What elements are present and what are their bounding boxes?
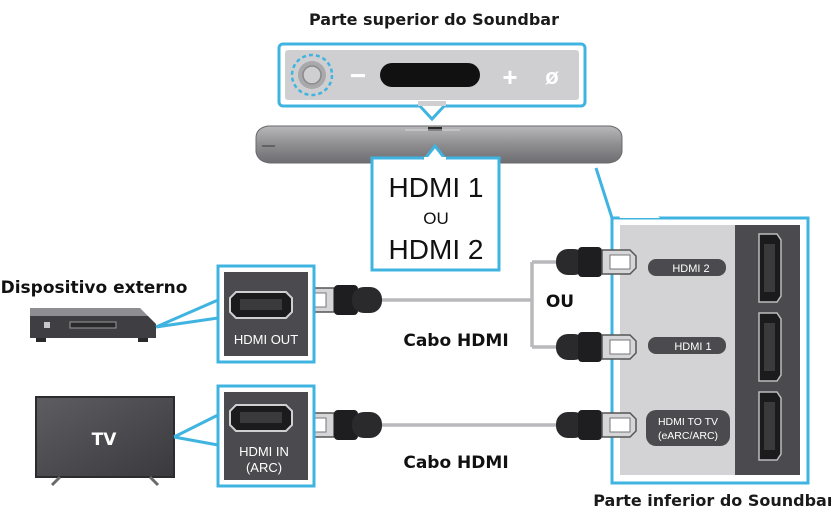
volume-up-button[interactable]: + — [502, 62, 517, 92]
top-title: Parte superior do Soundbar — [309, 10, 559, 29]
hdmi2-port-text: HDMI 2 — [672, 263, 709, 275]
hdmi-cable-upper — [378, 260, 556, 349]
soundbar-hdmi2-socket[interactable] — [758, 233, 782, 303]
power-button[interactable] — [290, 53, 334, 97]
callout-or: OU — [423, 209, 449, 228]
cable-label-upper: Cabo HDMI — [403, 331, 508, 351]
external-device-label: Dispositivo externo — [1, 278, 188, 298]
hdmi-in-socket[interactable] — [229, 404, 293, 432]
tv-pointer — [173, 413, 219, 447]
hdmi-callout — [370, 143, 501, 272]
soundbar — [255, 125, 623, 164]
hdmi2-port-label — [648, 259, 726, 276]
or-label: OU — [546, 292, 574, 312]
hdmi-to-tv-port-label — [646, 410, 730, 446]
hdmi-plug-to-hdmi1 — [556, 332, 637, 362]
external-device-icon — [30, 308, 156, 342]
mute-button[interactable]: ø — [545, 64, 559, 89]
tv-icon — [35, 396, 175, 487]
hdmi-plug-to-hdmi2 — [556, 247, 637, 277]
hdmi1-port-label — [648, 337, 726, 354]
volume-down-button[interactable]: − — [350, 60, 366, 91]
cable-label-lower: Cabo HDMI — [403, 453, 508, 473]
hdmi-plug-to-hdmi-to-tv — [556, 410, 637, 440]
callout-hdmi2: HDMI 2 — [389, 234, 484, 265]
hdmi-out-label: HDMI OUT — [234, 332, 298, 347]
hdmi-to-tv-text-1: HDMI TO TV — [658, 416, 718, 428]
callout-hdmi1: HDMI 1 — [389, 172, 484, 203]
hdmi-in-label-1: HDMI IN — [239, 444, 289, 459]
bottom-title: Parte inferior do Soundbar — [593, 491, 831, 510]
hdmi-in-label-2: (ARC) — [246, 460, 282, 475]
display-bar — [380, 63, 480, 87]
soundbar-hdmi1-socket[interactable] — [758, 312, 782, 382]
hdmi1-port-text: HDMI 1 — [674, 341, 711, 353]
hdmi-out-socket[interactable] — [229, 291, 293, 319]
external-device-pointer — [155, 298, 219, 329]
hdmi-to-tv-text-2: (eARC/ARC) — [658, 430, 718, 442]
tv-label: TV — [92, 430, 118, 450]
soundbar-hdmi-to-tv-socket[interactable] — [758, 391, 782, 461]
